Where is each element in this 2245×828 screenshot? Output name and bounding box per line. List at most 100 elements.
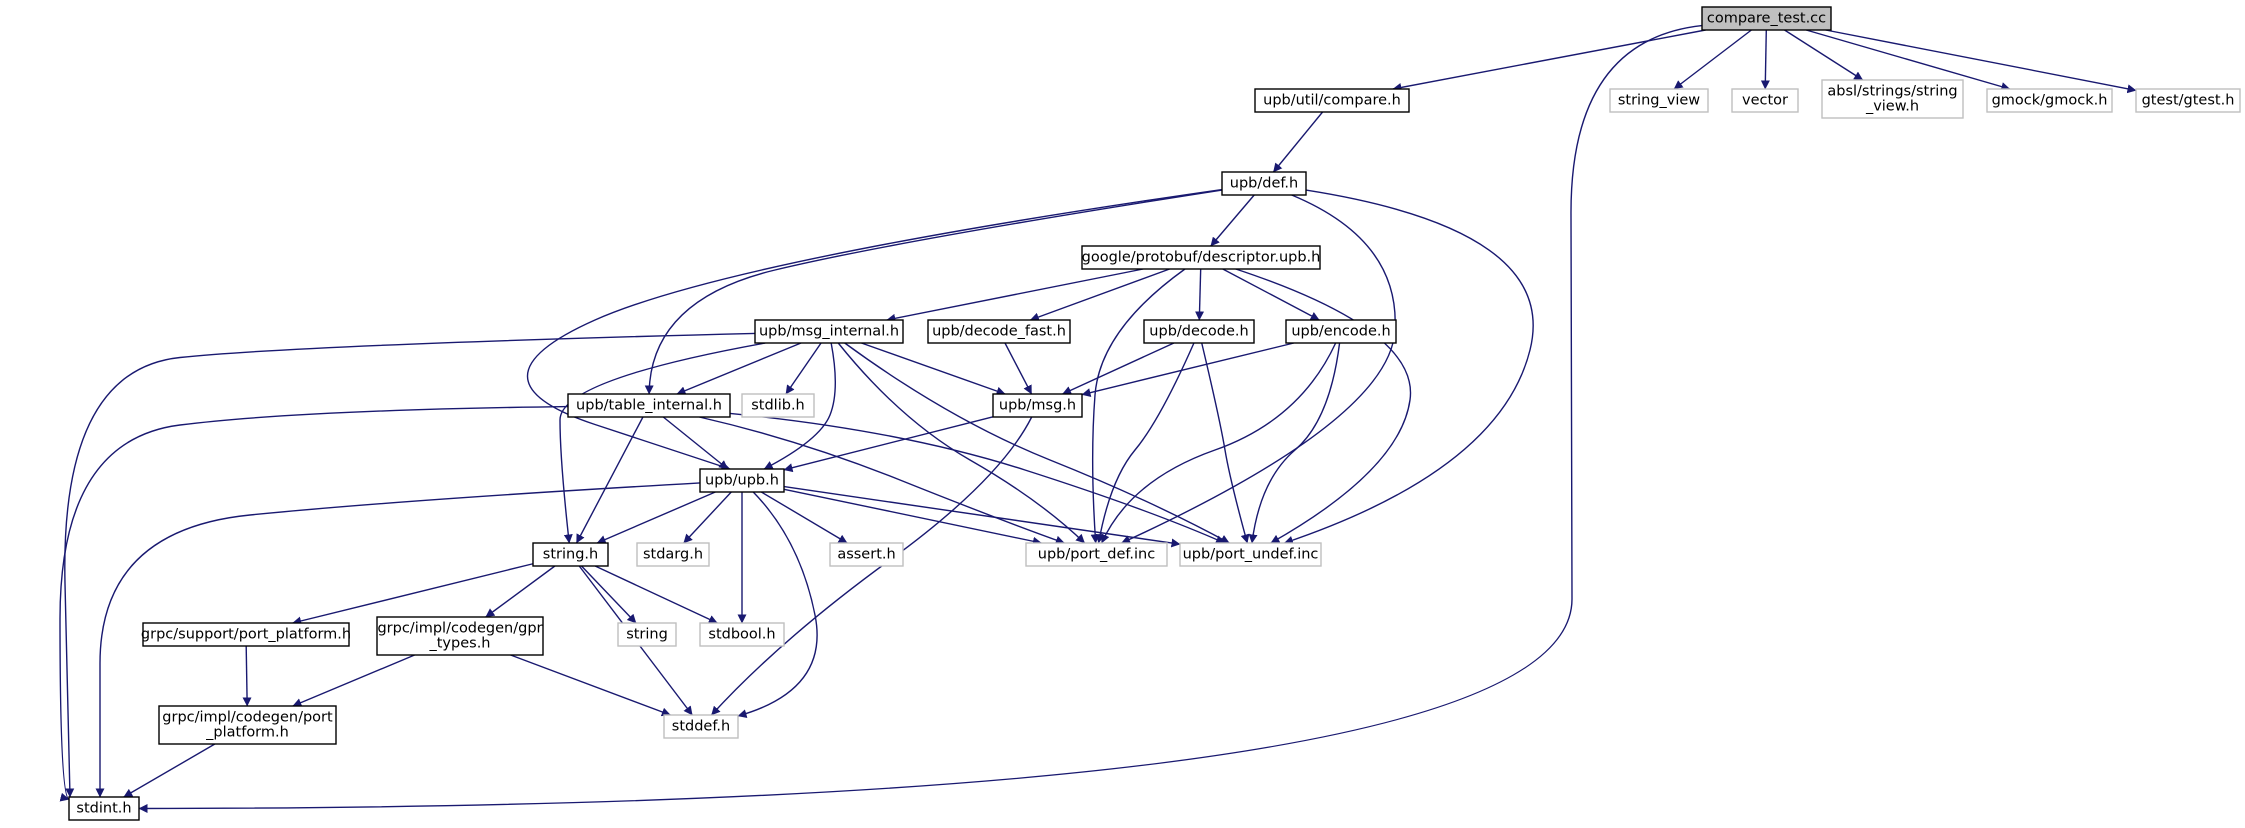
edge-string_h-to-port_platform_sup [292,563,534,626]
edge-msg_internal-to-stdint [64,332,756,798]
node-box-string_view [1609,88,1709,113]
node-decode[interactable]: upb/decode.h [1143,319,1255,344]
node-stdbool: stdbool.h [699,622,785,647]
node-label-compare_test: compare_test.cc [1707,11,1826,27]
node-label-port_platform_sup: grpc/support/port_platform.h [141,627,351,643]
node-stdint[interactable]: stdint.h [68,796,140,821]
node-box-decode_fast [927,319,1071,344]
edge-msg_internal-to-stdlib [785,342,822,395]
node-util_compare[interactable]: upb/util/compare.h [1254,88,1410,113]
node-compare_test[interactable]: compare_test.cc [1701,6,1832,31]
node-label-decode: upb/decode.h [1149,324,1248,340]
node-label-upb: upb/upb.h [705,473,779,489]
edge-compare_test-to-gtest [1825,29,2137,94]
edge-table_internal-to-upb [662,416,729,470]
node-label-port_platform_cg: _platform.h [205,725,289,741]
node-gtest: gtest/gtest.h [2135,88,2241,113]
edge-descriptor-to-decode_fast [1029,268,1170,322]
node-label-port_def: upb/port_def.inc [1038,547,1155,563]
edge-def-to-port_undef [1284,189,1534,545]
edge-msg_internal-to-string_h [559,342,766,544]
node-box-gpr_types [376,616,544,656]
edge-msg_internal-to-port_undef [844,342,1230,544]
node-label-util_compare: upb/util/compare.h [1263,93,1401,109]
node-box-gtest [2135,88,2241,113]
node-box-descriptor [1081,245,1321,270]
node-label-string_h: string.h [543,547,598,563]
node-box-msg_internal [754,319,904,344]
edge-def-to-upb [526,188,1223,471]
edge-def-to-descriptor [1210,194,1255,247]
node-absl_string_view: absl/strings/string_view.h [1821,79,1964,119]
node-label-absl_string_view: absl/strings/string [1827,84,1957,100]
node-box-util_compare [1254,88,1410,113]
node-label-gpr_types: _types.h [429,636,491,652]
node-descriptor[interactable]: google/protobuf/descriptor.upb.h [1081,245,1321,270]
edge-msg-to-upb [783,416,994,473]
edge-upb-to-string_h [596,491,716,544]
edge-descriptor-to-port_undef [1235,268,1412,544]
node-port_platform_sup[interactable]: grpc/support/port_platform.h [141,622,351,647]
edge-def-to-port_def [1121,194,1396,544]
node-label-encode: upb/encode.h [1291,324,1390,340]
node-msg_internal[interactable]: upb/msg_internal.h [754,319,904,344]
node-decode_fast[interactable]: upb/decode_fast.h [927,319,1071,344]
node-port_def: upb/port_def.inc [1025,542,1168,567]
node-label-descriptor: google/protobuf/descriptor.upb.h [1082,250,1321,266]
edge-gpr_types-to-port_platform_cg [292,654,415,707]
edge-encode-to-port_def [1101,342,1337,544]
node-box-msg [992,393,1083,418]
node-box-gmock [1986,88,2113,113]
edge-upb-to-assert [760,491,848,544]
node-label-stdint: stdint.h [76,801,131,817]
node-msg[interactable]: upb/msg.h [992,393,1083,418]
node-box-port_def [1025,542,1168,567]
edge-msg_internal-to-upb [763,342,836,470]
node-stdarg: stdarg.h [636,542,710,567]
node-box-port_platform_sup [142,622,350,647]
edge-decode-to-port_undef [1201,342,1250,544]
node-box-assert [829,542,904,567]
node-label-gmock: gmock/gmock.h [1992,93,2108,109]
node-label-gpr_types: grpc/impl/codegen/gpr [377,621,542,637]
node-box-stddef [663,714,739,739]
node-label-def: upb/def.h [1230,176,1298,192]
node-box-upb [699,468,785,493]
edge-upb-to-stdarg [683,491,732,544]
node-string_view: string_view [1609,88,1709,113]
node-def[interactable]: upb/def.h [1221,171,1307,196]
edge-compare_test-to-stdint [138,24,1703,813]
node-box-port_undef [1179,542,1322,567]
node-label-string: string [626,627,668,643]
edge-msg_internal-to-msg [861,342,1006,396]
node-label-stdbool: stdbool.h [708,627,775,643]
node-label-port_platform_cg: grpc/impl/codegen/port [162,710,333,726]
node-port_undef: upb/port_undef.inc [1179,542,1322,567]
node-label-msg: upb/msg.h [999,398,1076,414]
edge-decode_fast-to-msg [1004,342,1033,395]
node-label-stdarg: stdarg.h [643,547,703,563]
edge-gpr_types-to-stddef [510,654,671,717]
node-table_internal[interactable]: upb/table_internal.h [567,393,731,418]
edge-layer [59,24,2137,813]
node-box-encode [1285,319,1397,344]
node-stdlib: stdlib.h [741,393,815,418]
node-box-def [1221,171,1307,196]
node-label-assert: assert.h [837,547,895,563]
edge-table_internal-to-port_undef [729,412,1225,544]
edge-upb-to-stddef [737,491,818,719]
edge-descriptor-to-port_def [1090,268,1186,544]
edge-descriptor-to-encode [1222,268,1320,321]
node-encode[interactable]: upb/encode.h [1285,319,1397,344]
node-gpr_types[interactable]: grpc/impl/codegen/gpr_types.h [376,616,544,656]
edge-descriptor-to-decode [1195,268,1205,321]
node-port_platform_cg[interactable]: grpc/impl/codegen/port_platform.h [158,705,337,745]
node-label-table_internal: upb/table_internal.h [576,398,722,414]
node-string_h[interactable]: string.h [532,542,609,567]
edge-decode-to-port_def [1095,342,1195,544]
node-upb[interactable]: upb/upb.h [699,468,785,493]
node-box-string_h [532,542,609,567]
edge-upb-to-port_undef [783,485,1181,548]
